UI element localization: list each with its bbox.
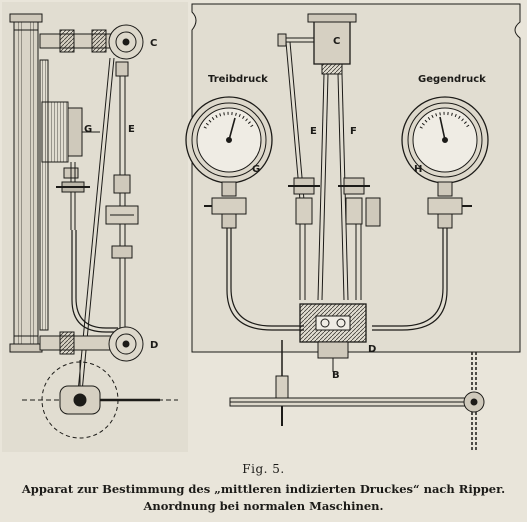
label-right-E: E [310,126,317,137]
lower-mechanism [229,340,477,426]
label-right-C: C [333,36,340,47]
gauge-left-title: Treibdruck [208,74,268,85]
gauge-treibdruck: Treibdruck [185,74,273,229]
figure-caption-line-2: Anordnung bei normalen Maschinen. [143,499,384,513]
label-right-B: B [332,370,340,381]
label-left-C: C [150,38,157,49]
pipe-loop-left [226,228,304,331]
label-left-G: G [84,124,92,135]
valve-block-D [299,303,367,372]
left-crank [22,360,178,439]
left-pipe-loop [71,230,118,333]
middle-valves [288,177,381,227]
distributor-C [277,13,357,75]
label-right-H: H [414,164,422,175]
label-left-D: D [150,340,158,351]
left-gauge-side [41,101,100,230]
figure-illustration: C E G D Treibdruck Gegendruck [2,2,521,452]
machine-column [9,13,49,353]
pipe-loop-right [372,228,448,331]
figure-number: Fig. 5. [242,462,285,476]
gauge-right-title: Gegendruck [418,74,486,85]
left-bottom-fitting [39,326,144,362]
label-right-F: F [350,126,357,137]
left-panel-side-view: C E G D [2,2,188,452]
drive-chain [463,352,485,450]
left-rod-E [105,61,139,330]
label-left-E: E [128,124,135,135]
left-top-fitting [39,24,144,60]
figure-caption-line-1: Apparat zur Bestimmung des „mittleren in… [21,482,506,496]
gauge-gegendruck: Gegendruck [401,74,489,229]
right-panel-front-view: Treibdruck Gegendruck [185,3,521,450]
label-right-G: G [252,164,260,175]
label-right-D: D [368,344,376,355]
